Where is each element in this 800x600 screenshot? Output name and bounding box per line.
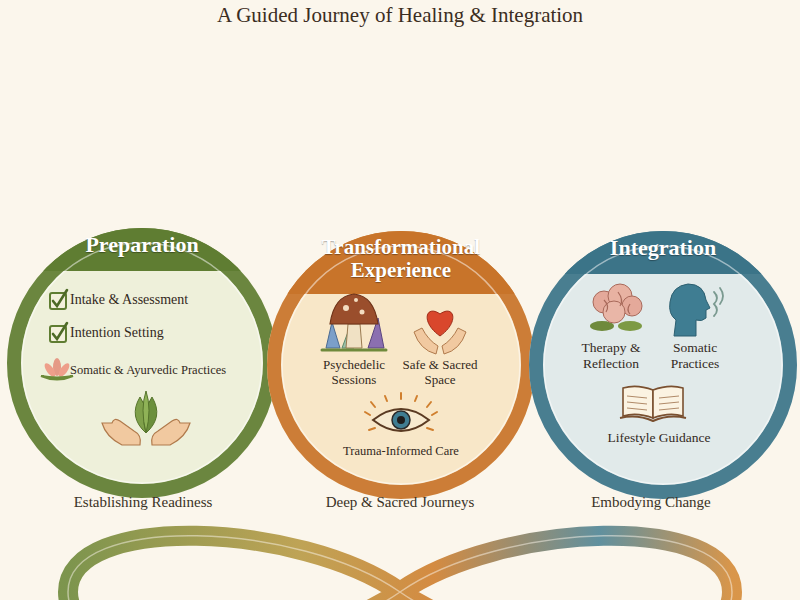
- phase-heading: Transformational Experience: [296, 236, 506, 282]
- phase-subtitle: Deep & Sacred Journeys: [295, 494, 505, 511]
- circle-outline: [528, 230, 798, 500]
- phase-item: Intention Setting: [70, 325, 240, 341]
- phase-item: Therapy & Reflection: [568, 340, 654, 371]
- phase-item: Trauma-Informed Care: [326, 444, 476, 458]
- phase-heading: Integration: [558, 236, 768, 260]
- phase-heading: Preparation: [36, 233, 248, 257]
- phase-subtitle: Establishing Readiness: [43, 494, 243, 511]
- phase-item: Intake & Assessment: [70, 292, 240, 308]
- phase-circle: PreparationIntake & AssessmentIntention …: [6, 227, 278, 499]
- phase-item: Safe & Sacred Space: [392, 358, 488, 388]
- phase-subtitle: Embodying Change: [551, 494, 751, 511]
- phase-item: Psychedelic Sessions: [306, 358, 402, 388]
- phase-circle: IntegrationTherapy & ReflectionSomatic P…: [528, 230, 798, 500]
- phase-circle: Transformational ExperiencePsychedelic S…: [266, 230, 536, 500]
- diagram-title: A Guided Journey of Healing & Integratio…: [100, 3, 700, 28]
- phase-item: Somatic & Ayurvedic Practices: [70, 363, 262, 377]
- phase-item: Somatic Practices: [652, 340, 738, 371]
- phase-item: Lifestyle Guidance: [584, 430, 734, 446]
